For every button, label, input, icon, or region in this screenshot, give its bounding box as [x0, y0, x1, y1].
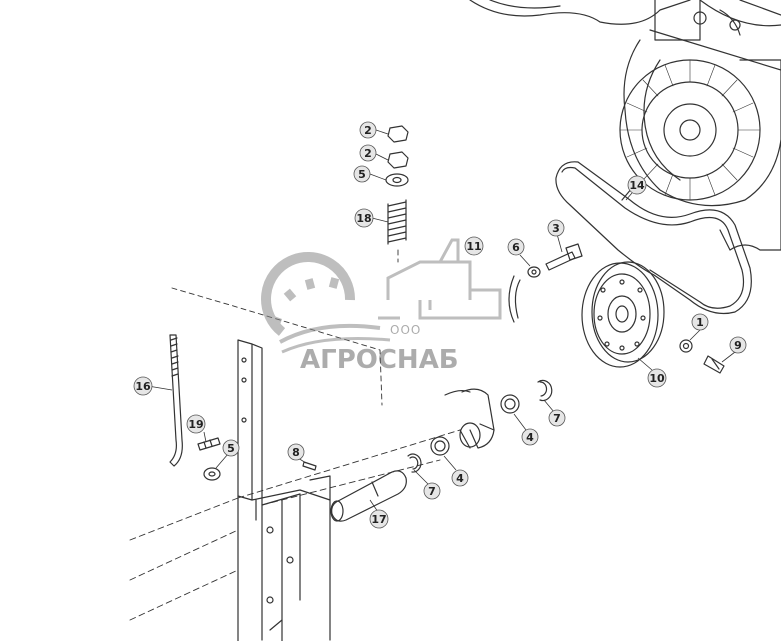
svg-text:10: 10: [649, 372, 665, 385]
svg-text:АГРОСНАБ: АГРОСНАБ: [300, 345, 459, 375]
callout-4-left: 4: [451, 469, 469, 487]
svg-text:17: 17: [371, 513, 386, 526]
washer-5-left: [203, 467, 221, 481]
callout-3: 3: [547, 219, 565, 237]
callout-8: 8: [287, 443, 305, 461]
callout-17: 17: [369, 509, 389, 529]
spring-18: [387, 199, 407, 245]
engine-housing: [469, 0, 781, 251]
callout-2-lower: 2: [359, 144, 377, 162]
callout-19: 19: [186, 414, 206, 434]
frame-tube: [129, 429, 461, 621]
svg-text:ООО: ООО: [390, 323, 421, 337]
harvester-icon: [378, 238, 502, 320]
rod-16: [169, 334, 183, 467]
fan-fins: [619, 59, 761, 201]
callout-5-top: 5: [353, 165, 371, 183]
svg-text:4: 4: [526, 431, 534, 444]
gear-icon: [261, 252, 356, 336]
callout-2-upper: 2: [359, 121, 377, 139]
callout-5-left: 5: [222, 439, 240, 457]
callout-7-left: 7: [423, 482, 441, 500]
leader-lines: [147, 129, 736, 513]
callout-16: 16: [133, 376, 153, 396]
callout-6: 6: [507, 238, 525, 256]
callout-10: 10: [647, 368, 667, 388]
washer-4-right: [500, 394, 520, 414]
svg-text:5: 5: [358, 168, 366, 181]
circlip-7-left: [407, 453, 422, 473]
callout-9: 9: [729, 336, 747, 354]
svg-text:2: 2: [364, 147, 372, 160]
svg-text:3: 3: [552, 222, 560, 235]
frame-bracket: [237, 339, 331, 641]
callout-1: 1: [691, 313, 709, 331]
washer-1: [679, 339, 693, 353]
washer-5-top: [385, 173, 409, 187]
svg-text:2: 2: [364, 124, 372, 137]
svg-text:6: 6: [512, 241, 520, 254]
callout-14: 14: [627, 175, 647, 195]
callout-7-right: 7: [548, 409, 566, 427]
callout-11: 11: [464, 236, 484, 256]
watermark-logo: ООО АГРОСНАБ: [261, 238, 502, 375]
circlip-7-right: [537, 379, 553, 402]
spring-pin-19: [197, 437, 221, 451]
svg-text:8: 8: [292, 446, 300, 459]
svg-text:4: 4: [456, 472, 464, 485]
svg-text:7: 7: [428, 485, 436, 498]
svg-text:18: 18: [356, 212, 371, 225]
reference-outline: [171, 249, 399, 406]
callout-4-right: 4: [521, 428, 539, 446]
bolt-9: [703, 355, 725, 374]
washer-6: [527, 266, 541, 278]
svg-text:19: 19: [188, 418, 203, 431]
svg-text:14: 14: [629, 179, 645, 192]
svg-text:16: 16: [135, 380, 151, 393]
svg-text:1: 1: [696, 316, 704, 329]
tensioner-arm: [444, 275, 521, 449]
pin-17: [330, 470, 407, 522]
washer-4-left: [430, 436, 450, 456]
bolt-3: [545, 243, 583, 271]
callout-18: 18: [354, 208, 374, 228]
svg-text:11: 11: [466, 240, 481, 253]
svg-text:9: 9: [734, 339, 742, 352]
nut-2-upper: [387, 125, 409, 143]
nut-2-lower: [387, 151, 409, 169]
idler-pulley: [581, 261, 665, 368]
callouts: 2 2 5 18 11 6 3 14 1 9 10 16 19 5 8 17 7…: [133, 121, 747, 529]
pin-8: [302, 461, 317, 471]
svg-text:7: 7: [553, 412, 561, 425]
svg-text:5: 5: [227, 442, 235, 455]
